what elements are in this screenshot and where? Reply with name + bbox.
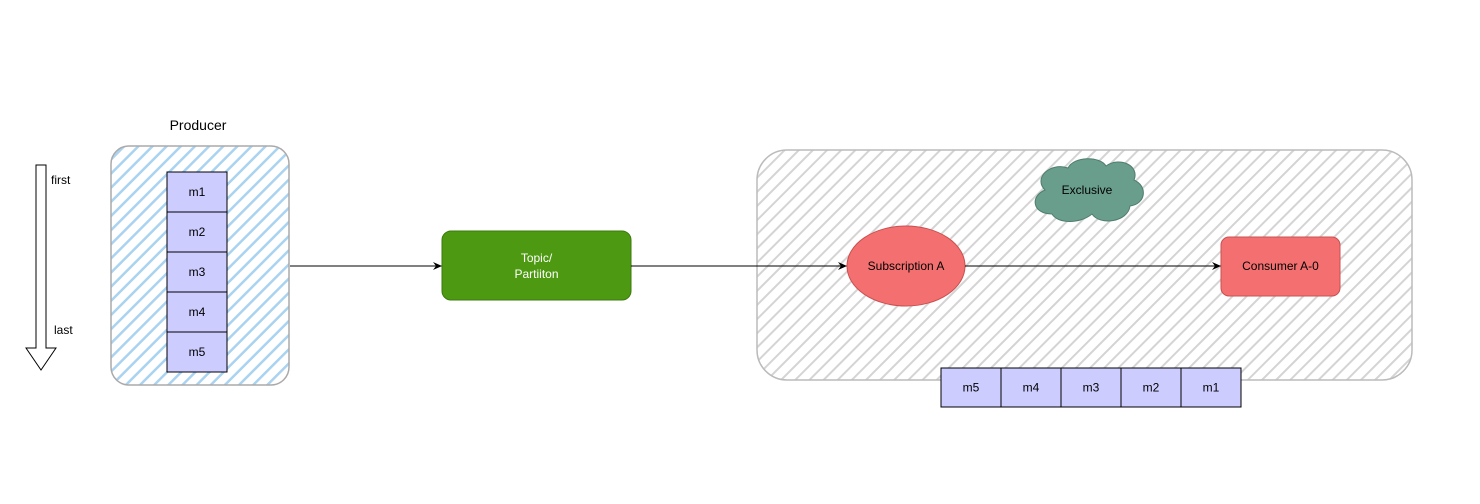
first-label: first [51, 173, 71, 187]
topic-node[interactable]: Topic/ Partiiton [441, 230, 632, 301]
cloud-shape [1034, 158, 1144, 222]
topic-label-line2: Partiiton [514, 267, 558, 281]
topic-label-line1: Topic/ [521, 251, 553, 265]
message-cell[interactable]: m3 [166, 251, 228, 293]
message-label: m4 [1023, 381, 1040, 395]
producer-message-stack: m1 m2 m3 m4 m5 [166, 171, 228, 373]
message-cell-box [166, 171, 228, 213]
message-cell-box [166, 331, 228, 373]
producer-label: Producer [170, 117, 227, 133]
message-cell-box [1000, 367, 1062, 408]
message-label: m2 [189, 225, 206, 239]
message-cell-box [1120, 367, 1182, 408]
message-cell-box [1060, 367, 1122, 408]
topic-box[interactable] [441, 230, 632, 301]
message-label: m2 [1143, 381, 1160, 395]
message-cell[interactable]: m5 [166, 331, 228, 373]
message-cell[interactable]: m1 [1180, 367, 1242, 408]
message-cell[interactable]: m3 [1060, 367, 1122, 408]
producer-group: Producer m1 m2 m3 m4 m5 [110, 117, 290, 386]
message-cell[interactable]: m4 [166, 291, 228, 333]
consumer-label: Consumer A-0 [1242, 259, 1319, 273]
message-cell[interactable]: m2 [166, 211, 228, 253]
message-label: m3 [1083, 381, 1100, 395]
subscription-node[interactable]: Subscription A [846, 225, 966, 307]
message-label: m5 [189, 345, 206, 359]
message-label: m4 [189, 305, 206, 319]
subscription-label: Subscription A [868, 259, 945, 273]
message-label: m3 [189, 265, 206, 279]
message-cell[interactable]: m1 [166, 171, 228, 213]
message-cell[interactable]: m2 [1120, 367, 1182, 408]
last-label: last [54, 323, 73, 337]
exclusive-cloud[interactable]: Exclusive [1034, 158, 1144, 222]
order-arrow: first last [25, 164, 73, 371]
message-cell-box [1180, 367, 1242, 408]
consumer-node[interactable]: Consumer A-0 [1220, 236, 1341, 297]
consumer-box[interactable] [1220, 236, 1341, 297]
exclusive-label: Exclusive [1062, 183, 1113, 197]
message-label: m1 [1203, 381, 1220, 395]
down-arrow-icon [25, 164, 57, 371]
subscription-queue: m5 m4 m3 m2 m1 [940, 367, 1242, 408]
message-cell-box [166, 211, 228, 253]
message-cell-box [940, 367, 1002, 408]
message-cell[interactable]: m5 [940, 367, 1002, 408]
message-label: m5 [963, 381, 980, 395]
message-label: m1 [189, 185, 206, 199]
message-cell-box [166, 251, 228, 293]
message-cell[interactable]: m4 [1000, 367, 1062, 408]
